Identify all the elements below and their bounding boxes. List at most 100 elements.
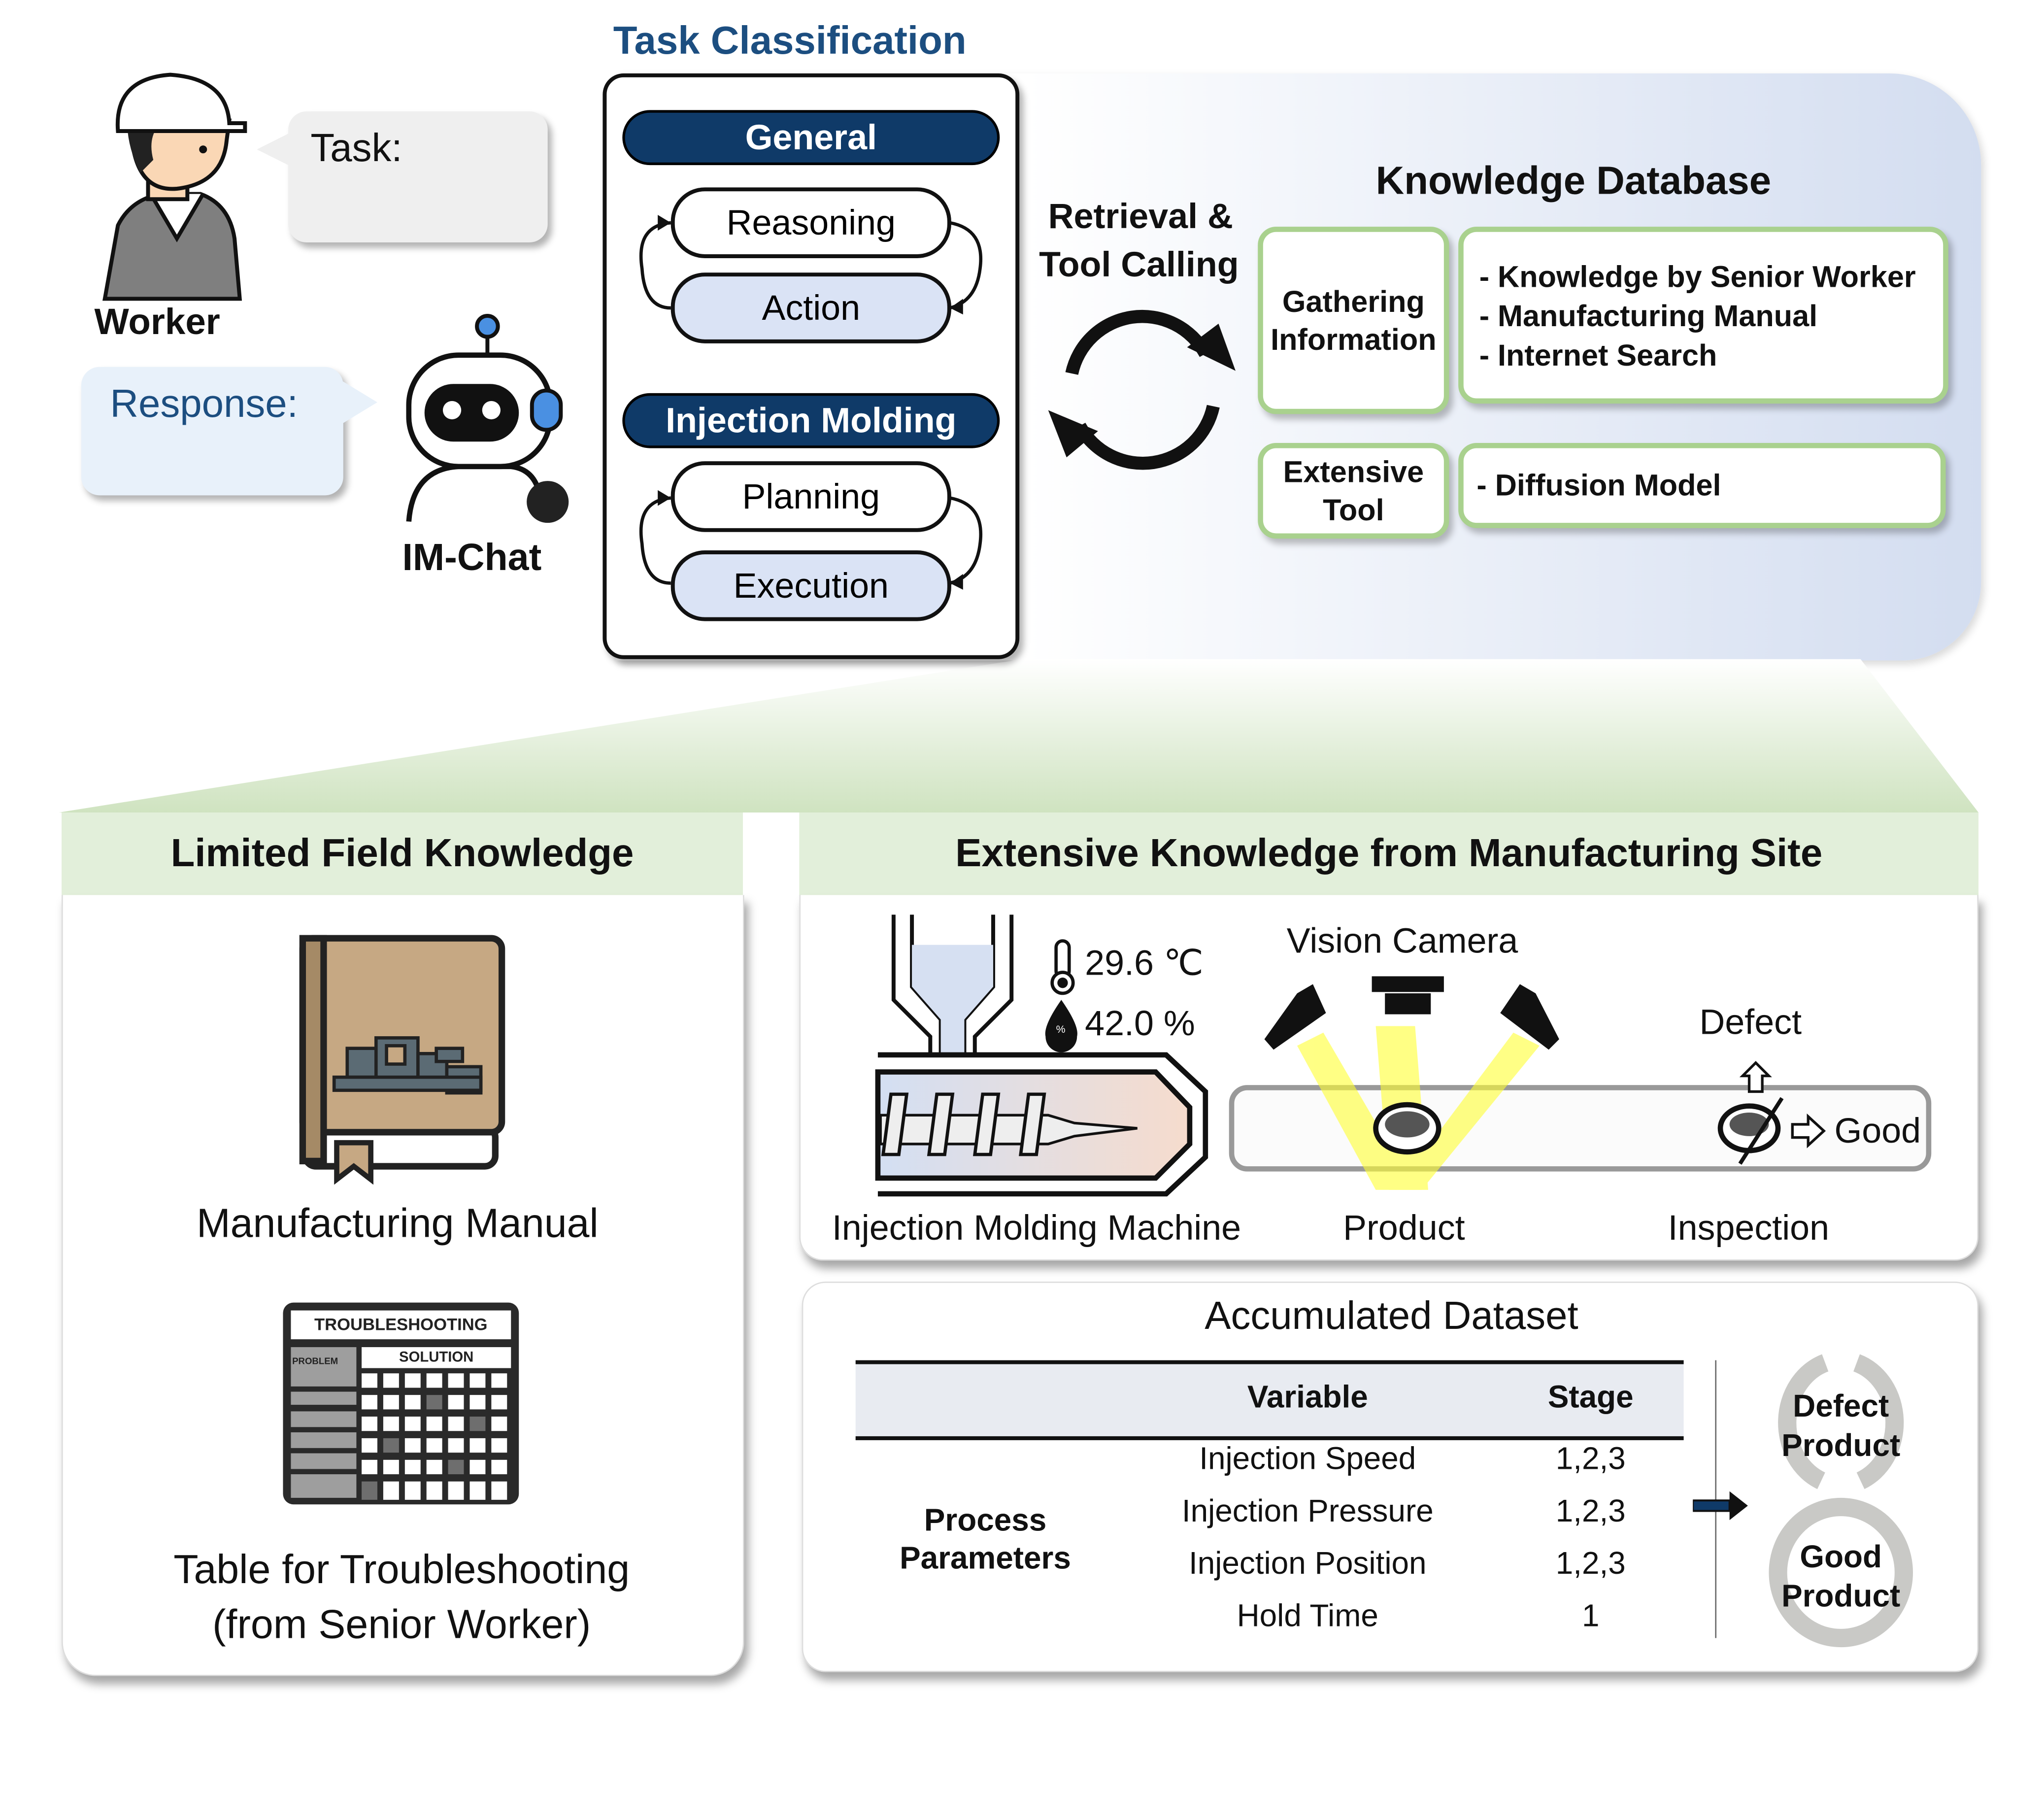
response-bubble-tail: [340, 380, 377, 425]
inspection-sorter: [1717, 1061, 1826, 1165]
grid-cell: [404, 1395, 421, 1410]
response-bubble: [81, 367, 343, 496]
grid-cell: [469, 1373, 486, 1388]
grid-cell: [426, 1481, 442, 1500]
grid-cell: [404, 1417, 421, 1431]
worker-icon: [102, 72, 247, 301]
row-stage: 1,2,3: [1555, 1546, 1626, 1582]
troubleshooting-grid: [283, 1302, 519, 1505]
product-on-belt: [1373, 1102, 1441, 1155]
defect-product-line1: Defect: [1793, 1389, 1889, 1424]
grid-cell: [448, 1438, 464, 1453]
grid-cell: [426, 1373, 442, 1388]
table-label-line2: (from Senior Worker): [212, 1601, 591, 1648]
good-product-line2: Product: [1781, 1579, 1901, 1615]
defect-product-line2: Product: [1781, 1428, 1901, 1464]
grid-cell: [362, 1438, 377, 1453]
grid-cell: [426, 1459, 442, 1475]
gathering-line1: Gathering: [1282, 283, 1425, 318]
funnel-connector: [59, 659, 1978, 812]
grid-cell: [426, 1438, 442, 1453]
manual-label: Manufacturing Manual: [196, 1200, 599, 1247]
hopper-icon: [891, 914, 1014, 1057]
good-label: Good: [1834, 1111, 1921, 1151]
grid-cell: [362, 1373, 377, 1388]
retrieval-line2: Tool Calling: [1039, 245, 1239, 285]
grid-cell: [448, 1481, 464, 1500]
grid-cell: [469, 1459, 486, 1475]
tool-line1: Extensive: [1283, 454, 1424, 488]
row-stage: 1: [1581, 1598, 1600, 1634]
source-item: - Internet Search: [1479, 337, 1717, 372]
row-variable: Injection Position: [1188, 1546, 1427, 1582]
row-variable: Hold Time: [1237, 1598, 1378, 1634]
good-product-line1: Good: [1800, 1540, 1882, 1575]
planning-step: Planning: [670, 461, 951, 532]
thermometer-icon: [1050, 939, 1075, 995]
response-label: Response:: [110, 382, 298, 426]
grid-cell: [362, 1481, 377, 1500]
extensive-knowledge-header: Extensive Knowledge from Manufacturing S…: [799, 812, 1978, 895]
grid-cell: [383, 1417, 399, 1431]
column-stage: Stage: [1547, 1380, 1634, 1416]
grid-cell: [404, 1438, 421, 1453]
humidity-readout: 42.0 %: [1085, 1004, 1195, 1044]
bot-label: IM-Chat: [402, 537, 542, 579]
divider: [1715, 1360, 1717, 1638]
humidity-icon-text: %: [1056, 1023, 1066, 1036]
problem-label: PROBLEM: [292, 1357, 338, 1367]
dataset-title: Accumulated Dataset: [1205, 1294, 1578, 1338]
extensive-tool-box: Extensive Tool: [1258, 442, 1449, 539]
grid-cell: [448, 1373, 464, 1388]
grid-cell: [404, 1481, 421, 1500]
manual-book-icon: [299, 935, 505, 1185]
inspection-label: Inspection: [1668, 1208, 1830, 1248]
dataset-table-header: [855, 1360, 1684, 1440]
product-label: Product: [1343, 1208, 1465, 1248]
row-stage: 1,2,3: [1555, 1441, 1626, 1477]
grid-cell: [404, 1459, 421, 1475]
grid-cell: [383, 1395, 399, 1410]
limited-knowledge-header: Limited Field Knowledge: [62, 812, 743, 895]
grid-cell: [491, 1481, 507, 1500]
tool-line2: Tool: [1323, 492, 1384, 526]
reasoning-step: Reasoning: [670, 187, 951, 258]
source-item: - Manufacturing Manual: [1479, 298, 1818, 333]
robot-icon: [406, 313, 569, 523]
arrow-right-icon: [1693, 1491, 1748, 1521]
grid-cell: [362, 1417, 377, 1431]
grid-cell: [383, 1373, 399, 1388]
grid-cell: [469, 1438, 486, 1453]
row-variable: Injection Speed: [1199, 1441, 1416, 1477]
grid-cell: [469, 1395, 486, 1410]
product-rings: [1769, 1354, 1913, 1648]
task-label: Task:: [310, 127, 402, 170]
humidity-drop-icon: [1045, 1000, 1077, 1052]
execution-step: Execution: [670, 550, 951, 621]
tools-list-box: - Diffusion Model: [1458, 442, 1946, 528]
grid-cell: [448, 1395, 464, 1410]
injection-molding-category: Injection Molding: [622, 393, 1000, 448]
retrieval-line1: Retrieval &: [1048, 196, 1233, 236]
row-stage: 1,2,3: [1555, 1493, 1626, 1529]
general-category: General: [622, 110, 1000, 166]
column-variable: Variable: [1247, 1380, 1368, 1416]
task-classification-title: Task Classification: [613, 19, 967, 63]
source-item: - Knowledge by Senior Worker: [1479, 259, 1916, 293]
gathering-information-box: Gathering Information: [1258, 227, 1449, 414]
gathering-line2: Information: [1271, 321, 1437, 356]
machine-label: Injection Molding Machine: [832, 1208, 1241, 1248]
grid-cell: [426, 1395, 442, 1410]
cycle-arrows-icon: [1048, 309, 1236, 470]
row-variable: Injection Pressure: [1181, 1493, 1434, 1529]
defect-label: Defect: [1699, 1002, 1802, 1042]
grid-cell: [362, 1459, 377, 1475]
tool-item: - Diffusion Model: [1476, 468, 1721, 502]
group-line2: Parameters: [900, 1541, 1071, 1577]
grid-cell: [491, 1395, 507, 1410]
grid-cell: [404, 1373, 421, 1388]
grid-cell: [491, 1438, 507, 1453]
grid-cell: [383, 1481, 399, 1500]
grid-cell: [426, 1417, 442, 1431]
troubleshooting-title: TROUBLESHOOTING: [314, 1314, 488, 1334]
